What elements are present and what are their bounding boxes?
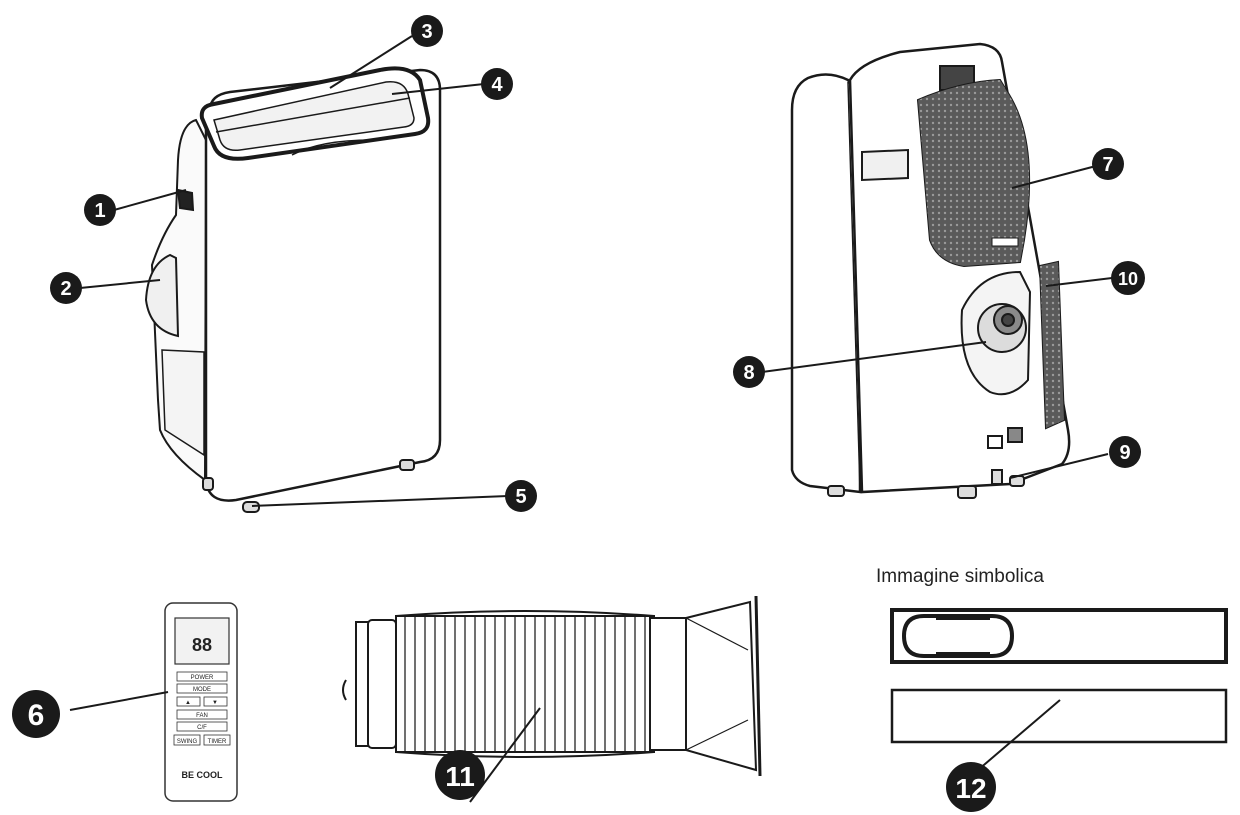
window-kit-illustration	[890, 608, 1228, 744]
callout-12: 12	[946, 762, 996, 812]
callout-8: 8	[733, 356, 765, 388]
remote-timer-label: TIMER	[208, 739, 227, 745]
remote-control-illustration: 88 POWER MODE ▲ ▼ FAN C/F SWING TIMER BE…	[164, 602, 238, 802]
back-unit-illustration	[790, 42, 1071, 499]
caption-immagine-simbolica: Immagine simbolica	[876, 566, 1044, 587]
leader-lines	[69, 35, 1113, 803]
callout-1-label: 1	[94, 200, 105, 222]
callout-6: 6	[12, 690, 60, 738]
front-unit-illustration	[144, 66, 442, 513]
remote-fan-label: FAN	[196, 713, 208, 719]
exhaust-hose-illustration	[342, 595, 762, 777]
callout-8-label: 8	[743, 362, 754, 384]
callout-1: 1	[84, 194, 116, 226]
remote-power-label: POWER	[191, 675, 214, 681]
callout-2-label: 2	[60, 278, 71, 300]
callout-9: 9	[1109, 436, 1141, 468]
callout-10: 10	[1111, 261, 1145, 295]
remote-display: 88	[192, 635, 212, 655]
remote-down-label: ▼	[212, 700, 218, 706]
callout-4-label: 4	[491, 74, 503, 96]
callout-5: 5	[505, 480, 537, 512]
callout-6-label: 6	[28, 699, 45, 732]
callout-7: 7	[1092, 148, 1124, 180]
callout-11-label: 11	[445, 761, 475, 792]
callout-10-label: 10	[1118, 269, 1138, 289]
callout-12-label: 12	[955, 773, 986, 804]
remote-brand: BE COOL	[181, 770, 223, 780]
callout-11: 11	[435, 750, 485, 800]
remote-swing-label: SWING	[177, 739, 198, 745]
callout-5-label: 5	[515, 486, 526, 508]
remote-mode-label: MODE	[193, 687, 211, 693]
callout-3-label: 3	[421, 21, 432, 43]
callout-3: 3	[411, 15, 443, 47]
callout-2: 2	[50, 272, 82, 304]
callout-4: 4	[481, 68, 513, 100]
remote-cf-label: C/F	[197, 725, 207, 731]
callout-7-label: 7	[1102, 154, 1113, 176]
remote-up-label: ▲	[185, 700, 191, 706]
callout-9-label: 9	[1119, 442, 1130, 464]
